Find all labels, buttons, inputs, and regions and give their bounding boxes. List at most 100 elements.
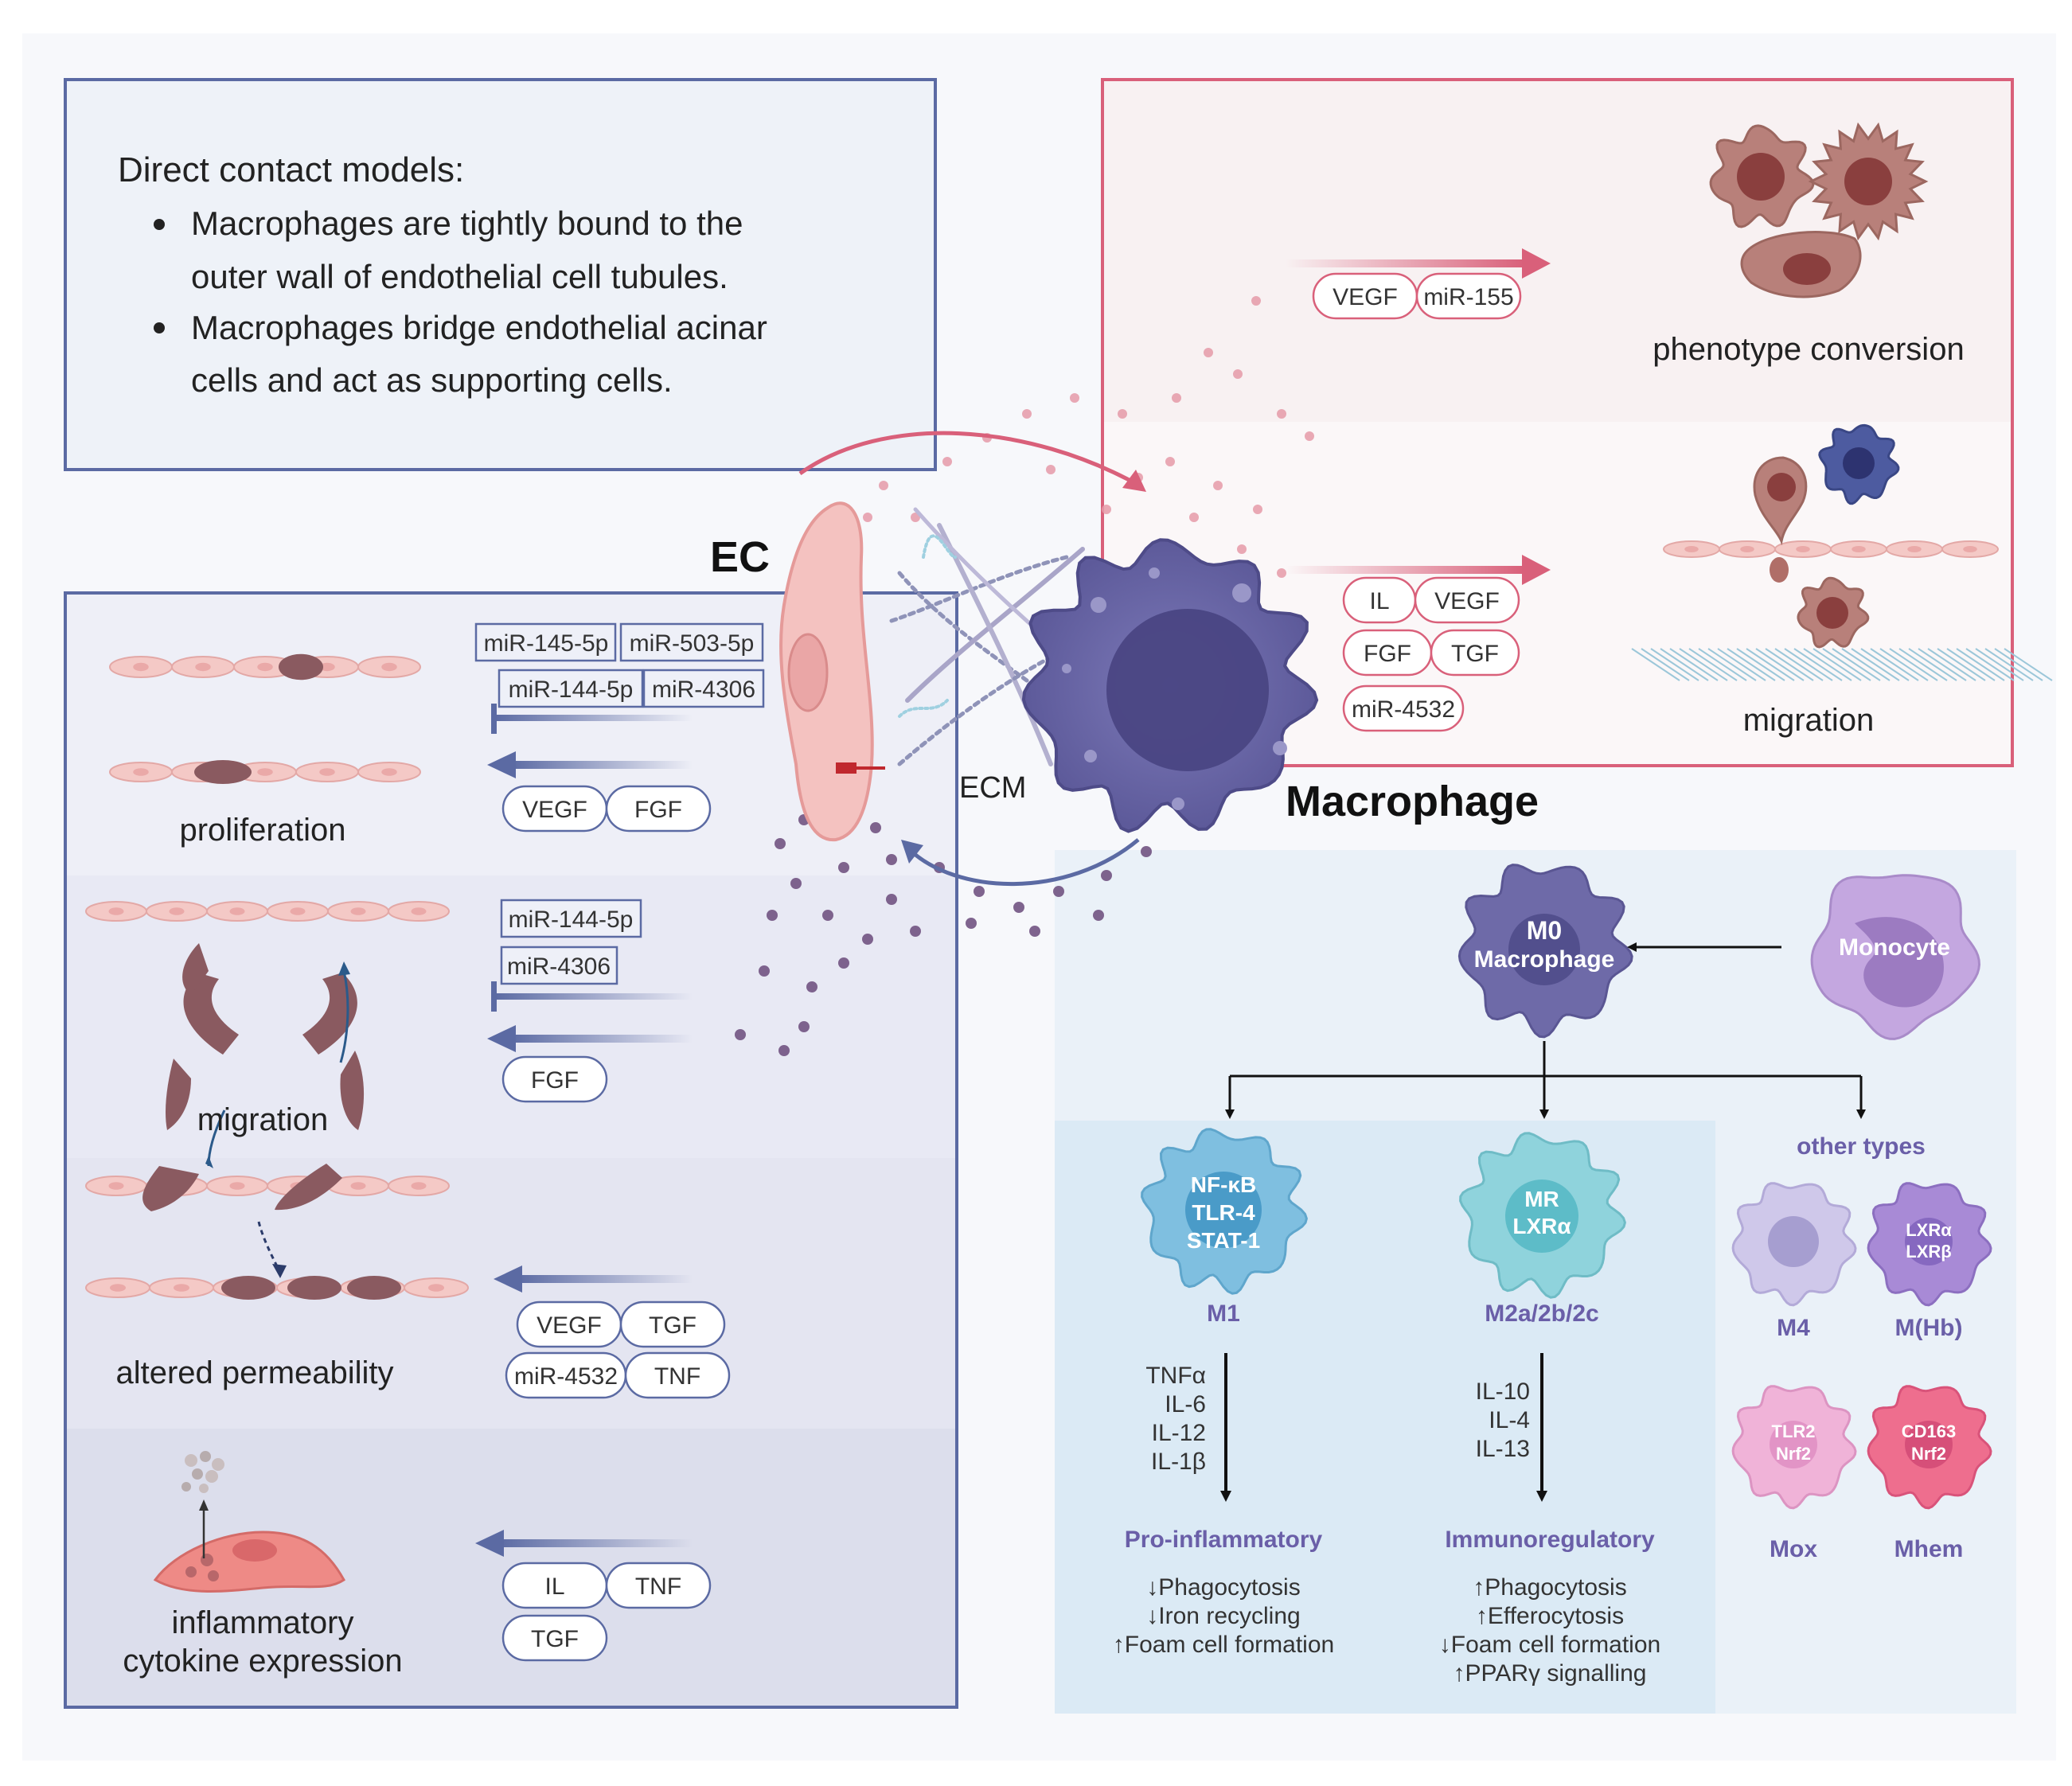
vesicle xyxy=(974,886,985,897)
cell-nucleus xyxy=(428,1284,444,1292)
vesicle xyxy=(1213,481,1223,490)
vesicle xyxy=(778,1045,790,1056)
vesicle xyxy=(775,838,786,849)
mesh-fiber xyxy=(1975,648,2024,681)
cell-nucleus xyxy=(319,662,335,672)
phenotype-conversion-label: phenotype conversion xyxy=(1653,332,1964,367)
m0-macrophage: M0 Macrophage xyxy=(1457,864,1633,1039)
m2-effect: ↓Foam cell formation xyxy=(1439,1632,1660,1658)
mesh-fiber xyxy=(1946,648,1996,681)
mesh-fiber xyxy=(1631,648,1680,681)
m2-marker: LXRα xyxy=(1512,1214,1571,1238)
m2-effect: ↑Phagocytosis xyxy=(1473,1574,1626,1601)
vesicle xyxy=(1277,409,1286,419)
m2-effects: ↑Phagocytosis ↑Efferocytosis ↓Foam cell … xyxy=(1439,1574,1660,1687)
mesh-fiber xyxy=(1927,648,1976,681)
direct-contact-heading: Direct contact models: xyxy=(118,150,464,189)
m1-label: M1 xyxy=(1207,1301,1240,1327)
vesicle xyxy=(863,513,872,522)
mesh-fiber xyxy=(1669,648,1719,681)
vesicle xyxy=(1118,409,1127,419)
mesh-fiber xyxy=(1908,648,1957,681)
m1-role: Pro-inflammatory xyxy=(1125,1527,1323,1553)
vesicle xyxy=(862,934,873,945)
m1-effect: ↓Phagocytosis xyxy=(1146,1574,1300,1601)
vesicle xyxy=(879,481,888,490)
mesh-fiber xyxy=(1774,648,1824,681)
il-pill: IL xyxy=(544,1573,564,1600)
bullet-1-line-2: outer wall of endothelial cell tubules. xyxy=(191,258,728,295)
monocyte: Monocyte xyxy=(1810,874,1981,1040)
tgf-pill: TGF xyxy=(1451,641,1499,667)
mir-4532-pill: miR-4532 xyxy=(1352,696,1455,723)
vesicle xyxy=(1053,886,1064,897)
mhem-label: Mhem xyxy=(1894,1536,1964,1562)
proliferation-promote-arrow xyxy=(487,751,693,778)
cell-nucleus xyxy=(1852,546,1866,552)
migration-mir-group: miR-144-5p miR-4306 xyxy=(500,899,642,985)
tnf-pill: TNF xyxy=(654,1363,700,1390)
macrophage-migration-pills: IL VEGF FGF TGF miR-4532 xyxy=(1342,576,1520,732)
vesicle xyxy=(886,854,897,865)
cell-nucleus xyxy=(133,768,149,776)
mhem-marker: CD163 xyxy=(1902,1421,1956,1441)
endothelial-cell xyxy=(778,501,885,842)
vesicle xyxy=(838,957,849,969)
cell-nucleus xyxy=(1907,546,1922,552)
macrophage-migration-illustration xyxy=(1631,423,2053,681)
vesicle xyxy=(767,910,778,921)
vesicle xyxy=(1189,513,1199,522)
dividing-cell xyxy=(287,1276,341,1300)
mesh-fiber xyxy=(1870,648,1919,681)
mesh-fiber xyxy=(1727,648,1776,681)
cell-nucleus xyxy=(110,1284,126,1292)
mesh-fiber xyxy=(1841,648,1891,681)
vesicle xyxy=(1101,870,1112,881)
cell-nucleus xyxy=(108,1182,124,1190)
mesh-fiber xyxy=(1765,648,1814,681)
cell-nucleus xyxy=(195,662,211,672)
vesicle xyxy=(1253,505,1262,514)
m2-effect: ↑PPARγ signalling xyxy=(1454,1660,1647,1687)
mir-503-5p-tag: miR-503-5p xyxy=(630,630,755,657)
permeability-illustration xyxy=(85,1221,469,1300)
mesh-fiber xyxy=(1879,648,1929,681)
mesh-fiber xyxy=(1660,648,1709,681)
mesh-fiber xyxy=(1984,648,2034,681)
tgf-pill: TGF xyxy=(531,1626,579,1652)
vegf-pill: VEGF xyxy=(1333,284,1398,310)
vesicle xyxy=(1046,465,1056,474)
mhb-macrophage: LXRα LXRβ xyxy=(1867,1182,1992,1307)
mir-4306-tag: miR-4306 xyxy=(652,677,755,703)
macrophage-to-ec-arrowhead xyxy=(901,840,923,864)
mox-marker: TLR2 xyxy=(1772,1421,1816,1441)
cell-nucleus xyxy=(290,907,306,915)
mesh-fiber xyxy=(1688,648,1738,681)
mesh-fiber xyxy=(1746,648,1795,681)
mox-marker: Nrf2 xyxy=(1776,1444,1811,1464)
mhem-macrophage: CD163 Nrf2 xyxy=(1867,1385,1992,1510)
vesicle xyxy=(886,894,897,905)
permeability-factor-pills: VEGF TGF miR-4532 TNF xyxy=(505,1301,731,1399)
mhem-marker: Nrf2 xyxy=(1911,1444,1946,1464)
vesicle xyxy=(910,926,921,937)
mesh-fiber xyxy=(1641,648,1690,681)
phenotype-cells-illustration xyxy=(1709,122,1929,298)
vesicle xyxy=(1141,846,1152,857)
tgf-pill: TGF xyxy=(649,1312,697,1339)
cytokine-cell-illustration xyxy=(153,1451,345,1593)
proliferation-illustration xyxy=(109,653,421,784)
ec-to-macrophage-arrow xyxy=(798,431,1144,489)
m1-macrophage: NF-κB TLR-4 STAT-1 xyxy=(1141,1128,1308,1295)
cell-nucleus xyxy=(108,907,124,915)
mhb-marker: LXRβ xyxy=(1906,1242,1951,1262)
cell-nucleus xyxy=(1796,546,1810,552)
mesh-fiber xyxy=(1832,648,1881,681)
m2-label: M2a/2b/2c xyxy=(1485,1301,1598,1327)
migration-factor-pills: FGF xyxy=(501,1055,608,1103)
m1-effect: ↑Foam cell formation xyxy=(1113,1632,1334,1658)
mir-4306-tag: miR-4306 xyxy=(507,953,611,980)
vesicle xyxy=(735,1029,746,1040)
fgf-pill: FGF xyxy=(634,797,682,823)
phenotype-factor-pills: VEGF miR-155 xyxy=(1312,272,1522,320)
